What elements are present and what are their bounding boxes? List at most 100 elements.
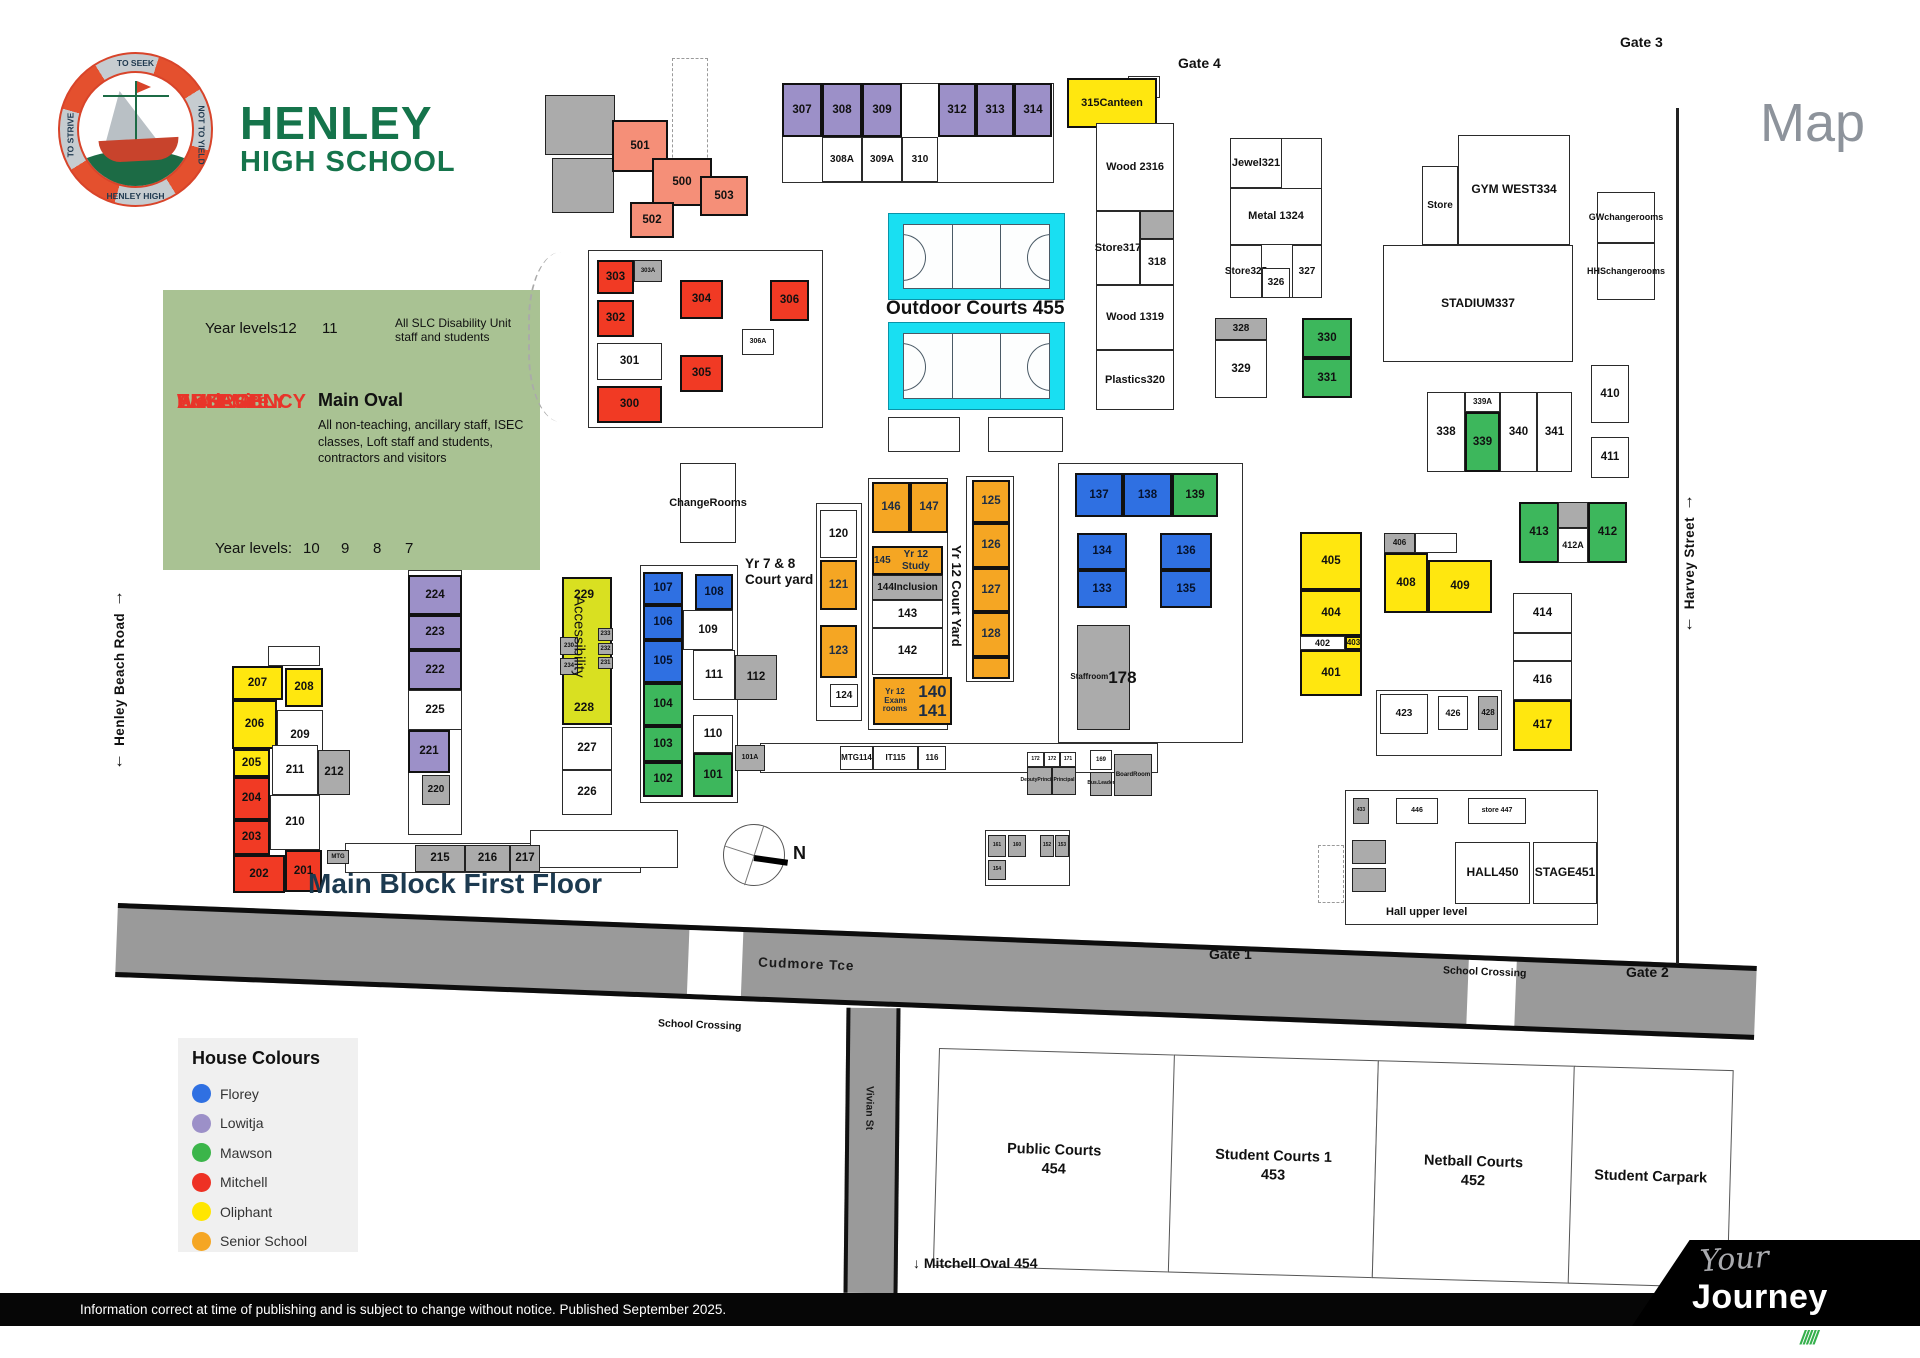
room-137: 137 xyxy=(1075,473,1123,517)
house-colour-dot xyxy=(192,1202,211,1222)
room-store: Store xyxy=(1422,166,1458,245)
room-304: 304 xyxy=(680,280,723,319)
arrow-up-icon: ↑ xyxy=(115,588,124,607)
room-412a: 412A xyxy=(1558,528,1588,563)
room-340: 340 xyxy=(1500,392,1537,472)
room-313: 313 xyxy=(976,83,1014,137)
legend-title: House Colours xyxy=(192,1048,321,1068)
logo-motto-bottom: HENLEY HIGH xyxy=(106,191,165,201)
ship-icon xyxy=(77,71,194,188)
room-309a: 309A xyxy=(862,137,902,182)
room-310: 310 xyxy=(902,137,938,182)
room-309: 309 xyxy=(862,83,902,137)
slc-note: All SLC Disability Unit staff and studen… xyxy=(395,316,512,344)
room-102: 102 xyxy=(643,762,683,797)
building-outline xyxy=(1318,845,1344,903)
label-gate-1: Gate 1 xyxy=(1209,946,1252,962)
brand-slashes-icon: ///// xyxy=(1800,1328,1818,1349)
room-152: 152 xyxy=(1040,835,1054,857)
building-outline xyxy=(268,646,320,666)
room-211: 211 xyxy=(272,745,318,795)
footer-bar: Information correct at time of publishin… xyxy=(0,1293,1920,1326)
room-bus: Bus.Leader xyxy=(1087,772,1115,796)
room-303: 303 xyxy=(597,260,634,294)
year-level-12: 12 xyxy=(280,320,297,337)
building-outline xyxy=(530,830,678,868)
room-206: 206 xyxy=(232,700,277,749)
room-428: 428 xyxy=(1478,696,1498,730)
arrow-up-icon: ↑ xyxy=(1685,492,1694,511)
outdoor-court-south xyxy=(888,322,1065,410)
room-330: 330 xyxy=(1302,318,1352,358)
room-423: 423 xyxy=(1380,694,1428,734)
year-level-7: 7 xyxy=(405,540,414,557)
room-135: 135 xyxy=(1160,570,1212,608)
label-229: 229 xyxy=(574,587,595,601)
house-colour-dot xyxy=(192,1231,211,1251)
room-126: 126 xyxy=(972,523,1010,568)
label-map: Map xyxy=(1760,93,1866,153)
building-outline xyxy=(888,417,960,452)
label-hall-upper-level: Hall upper level xyxy=(1386,906,1468,918)
room-409: 409 xyxy=(1428,560,1492,613)
room-203: 203 xyxy=(233,820,270,855)
room-172: 172 xyxy=(1044,752,1060,767)
building-outline xyxy=(545,95,615,155)
room-169: 169 xyxy=(1090,750,1112,770)
building-outline xyxy=(552,158,614,213)
logo-motto-right: NOT TO YIELD xyxy=(196,104,207,165)
driveway-curve xyxy=(528,252,594,422)
cudmore-tce-label: Cudmore Tce xyxy=(757,954,855,974)
year-level-8: 8 xyxy=(373,540,382,557)
label-outdoor-courts-455: Outdoor Courts 455 xyxy=(886,298,1065,319)
room-123: 123 xyxy=(820,625,857,678)
label-accessibility: Accessibility xyxy=(570,596,588,678)
compass-icon xyxy=(723,824,789,886)
room-338: 338 xyxy=(1427,392,1465,472)
brand-journey-text: Journey xyxy=(1692,1278,1828,1316)
room-446: 446 xyxy=(1396,798,1438,824)
room-172: 172 xyxy=(1027,752,1044,767)
room-220: 220 xyxy=(422,775,450,805)
room-408: 408 xyxy=(1384,553,1428,613)
room-230: 230 xyxy=(560,637,578,655)
henley-beach-road-label: ↑ Henley Beach Road ↓ xyxy=(112,588,127,770)
room-411: 411 xyxy=(1591,437,1629,478)
room-327: 327 xyxy=(1292,245,1322,298)
room-300: 300 xyxy=(597,386,662,423)
room-401: 401 xyxy=(1300,650,1362,696)
room-303a: 303A xyxy=(634,260,662,282)
room-503: 503 xyxy=(700,176,748,216)
room-302: 302 xyxy=(597,300,634,337)
year-level-11: 11 xyxy=(322,320,338,337)
room-314: 314 xyxy=(1014,83,1052,137)
room-234: 234 xyxy=(560,658,578,675)
school-crossing-gap-left xyxy=(686,929,744,996)
room-217: 217 xyxy=(510,845,540,872)
room-318: 318 xyxy=(1140,239,1174,285)
outdoor-court-north xyxy=(888,213,1065,300)
your-journey-logo xyxy=(1632,1240,1920,1326)
room-110: 110 xyxy=(693,715,733,753)
year-level-10: 10 xyxy=(303,540,320,557)
room-301: 301 xyxy=(597,343,662,380)
school-name-line2: HIGH SCHOOL xyxy=(240,146,456,178)
building-outline xyxy=(988,417,1063,452)
logo-motto-left: TO STRIVE xyxy=(65,112,76,157)
room-433: 433 xyxy=(1353,798,1369,824)
legend-entry-oliphant: Oliphant xyxy=(192,1197,358,1227)
room-225: 225 xyxy=(408,690,462,730)
room-331: 331 xyxy=(1302,358,1352,398)
room-341: 341 xyxy=(1537,392,1572,472)
